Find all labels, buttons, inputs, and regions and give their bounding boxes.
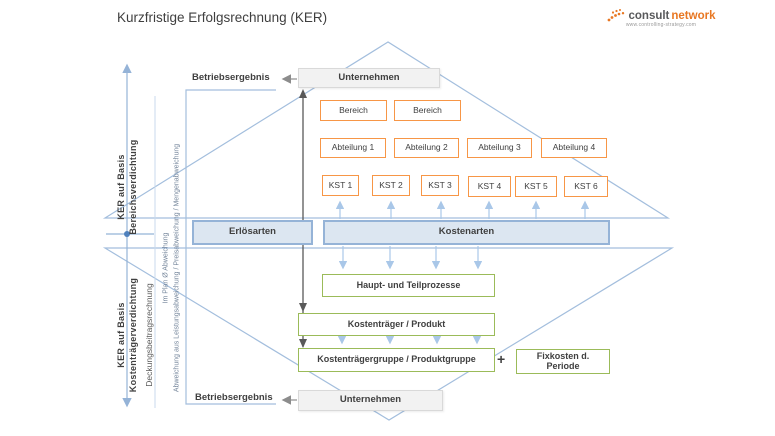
node-unternehmen-bottom: Unternehmen <box>298 390 443 411</box>
node-kst-5: KST 5 <box>515 176 557 197</box>
node-kostenarten: Kostenarten <box>323 220 610 245</box>
node-kst-3: KST 3 <box>421 175 459 196</box>
node-fixkosten: Fixkosten d. Periode <box>516 349 610 374</box>
kostentraeger-to-gruppe-arrows <box>337 336 482 345</box>
axis-split-dot <box>124 231 130 237</box>
node-kostentraeger: Kostenträger / Produkt <box>298 313 495 336</box>
logo-tagline: www.controlling-strategy.com <box>625 22 697 28</box>
variance-label-short: Im Plan Ø Abweichung <box>162 232 170 304</box>
left-axis <box>106 63 154 408</box>
node-bereich-1: Bereich <box>320 100 387 121</box>
plus-sign: + <box>497 351 506 367</box>
kostenarten-to-kst-arrows <box>335 200 590 219</box>
node-erloesarten: Erlösarten <box>192 220 313 245</box>
page-title: Kurzfristige Erfolgsrechnung (KER) <box>117 10 328 25</box>
betriebsergebnis-top-label: Betriebsergebnis <box>192 72 270 83</box>
node-prozesse: Haupt- und Teilprozesse <box>322 274 495 297</box>
betriebsergebnis-bottom-label: Betriebsergebnis <box>195 392 273 403</box>
axis-label-ker-kostentraeger-line2: Kostenträgerverdichtung <box>128 277 138 393</box>
variance-label-long: Abweichung aus Leistungsabweichung / Pre… <box>173 143 181 393</box>
logo-swoosh-icon <box>607 9 624 22</box>
axis-label-deckungsbeitrag: Deckungsbeitragsrechnung <box>144 283 154 387</box>
node-abteilung-4: Abteilung 4 <box>541 138 607 158</box>
logo-text-consult: consult <box>628 10 670 22</box>
node-bereich-2: Bereich <box>394 100 461 121</box>
node-abteilung-2: Abteilung 2 <box>394 138 459 158</box>
betriebsergebnis-bracket <box>185 89 276 405</box>
axis-label-ker-bereich-line1: KER auf Basis <box>116 154 126 220</box>
node-kst-2: KST 2 <box>372 175 410 196</box>
betriebsergebnis-arrows <box>281 74 297 405</box>
axis-label-ker-kostentraeger-line1: KER auf Basis <box>116 302 126 368</box>
node-kst-1: KST 1 <box>322 175 359 196</box>
node-abteilung-3: Abteilung 3 <box>467 138 532 158</box>
diamond-outline <box>102 41 675 421</box>
kostenarten-to-prozesse-arrows <box>338 246 483 270</box>
node-kst-6: KST 6 <box>564 176 608 197</box>
node-kst-4: KST 4 <box>468 176 511 197</box>
node-unternehmen-top: Unternehmen <box>298 68 440 88</box>
logo-text-network: network <box>671 10 716 22</box>
node-kostentraegergruppe: Kostenträgergruppe / Produktgruppe <box>298 348 495 372</box>
node-abteilung-1: Abteilung 1 <box>320 138 386 158</box>
axis-label-ker-bereich-line2: Bereichsverdichtung <box>128 139 138 235</box>
